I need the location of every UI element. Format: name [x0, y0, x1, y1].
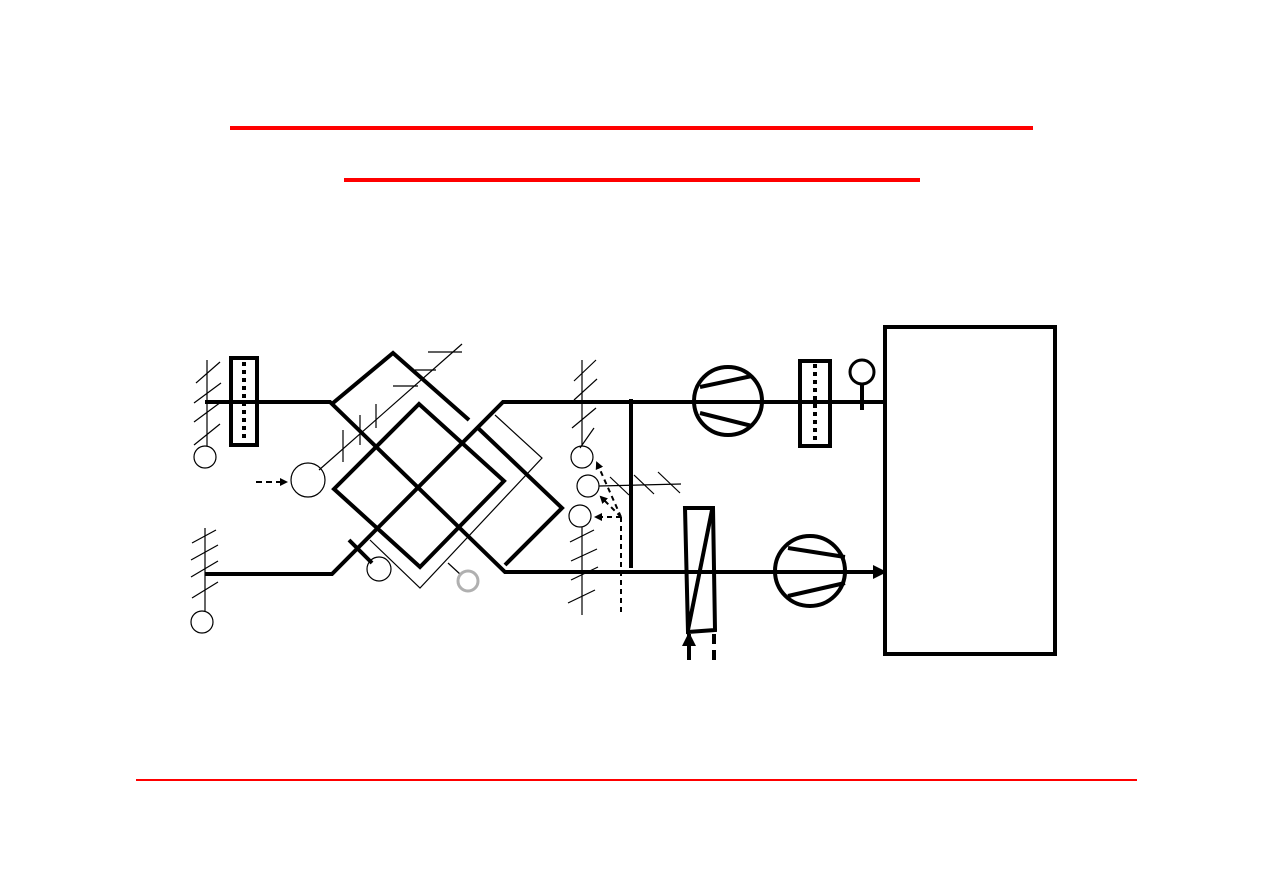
- supply-damper: [570, 359, 598, 469]
- linkage-ticks: [342, 351, 462, 462]
- inactive-sensor: [456, 569, 480, 593]
- return-fan-icon: [773, 534, 847, 608]
- sensor-lead: [447, 562, 462, 576]
- exhaust-air-damper: [190, 528, 219, 634]
- outdoor-air-damper: [193, 360, 222, 469]
- heating-coil: [682, 506, 718, 635]
- heat-exchanger-top-chevron: [331, 350, 471, 422]
- supply-sensor: [848, 358, 876, 386]
- supply-fan-icon: [692, 365, 764, 437]
- heat-exchanger-right-chevron: [476, 426, 565, 567]
- room-box: [883, 325, 1057, 656]
- heat-exchanger-core: [331, 401, 507, 570]
- actuator-linkage: [318, 343, 463, 471]
- bypass-outline: [369, 414, 543, 589]
- exchanger-actuator: [290, 462, 326, 498]
- recirculation-damper: [576, 471, 682, 498]
- control-signal-lines: [594, 461, 622, 613]
- return-damper: [567, 504, 599, 615]
- bypass-actuator: [366, 556, 392, 582]
- supply-filter: [798, 359, 832, 448]
- bypass-damper-blade: [347, 538, 374, 565]
- outdoor-air-filter: [229, 356, 259, 447]
